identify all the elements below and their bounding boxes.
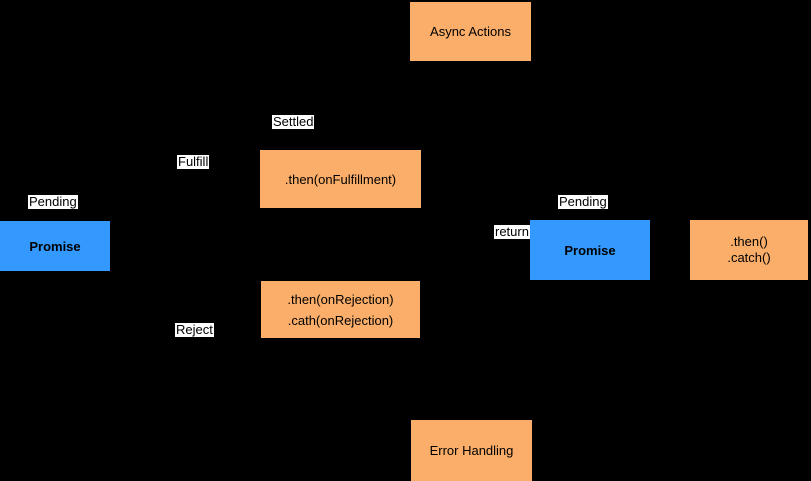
node-promise-right: Promise [530,220,650,280]
node-then-rejection-line1: .then(onRejection) [287,291,394,307]
label-return: return [494,224,530,239]
node-then-catch-line2: .catch() [727,250,771,265]
node-error-handling: Error Handling [411,420,532,481]
node-error-handling-label: Error Handling [429,443,514,458]
label-pending-left: Pending [28,194,78,209]
label-settled: Settled [272,114,315,129]
node-then-fulfillment: .then(onFulfillment) [260,150,421,208]
label-reject: Reject [175,322,214,337]
node-then-catch: .then() .catch() [690,220,808,280]
node-then-fulfillment-label: .then(onFulfillment) [284,171,397,187]
node-promise-left: Promise [0,221,110,271]
node-promise-left-label: Promise [29,238,81,254]
node-async-actions: Async Actions [410,2,531,61]
label-pending-right: Pending [558,194,608,209]
label-fulfill: Fulfill [177,154,210,169]
node-promise-right-label: Promise [564,242,616,258]
node-then-catch-line1: .then() [730,234,768,249]
node-async-actions-label: Async Actions [430,24,511,39]
node-then-rejection: .then(onRejection) .cath(onRejection) [261,281,420,338]
node-then-rejection-line2: .cath(onRejection) [287,312,394,328]
